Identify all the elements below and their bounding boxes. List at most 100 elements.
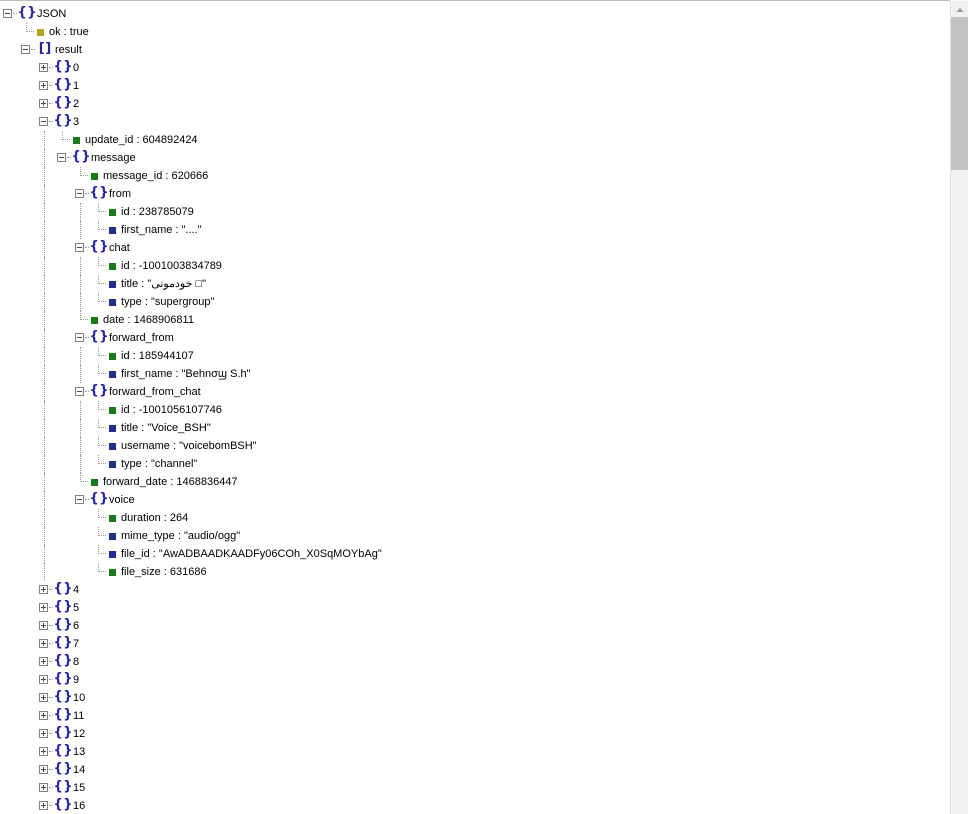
collapse-node-button[interactable] [72,239,90,257]
tree-node-branch[interactable]: 7 [0,634,950,653]
expand-node-button[interactable] [36,707,54,725]
tree-node-label: 14 [73,764,86,776]
tree-key-value-text: title : "Voice_BSH" [121,422,211,434]
expand-node-button[interactable] [36,77,54,95]
collapse-node-button[interactable] [54,149,72,167]
tree-indent-guide [0,77,18,95]
tree-node-leaf[interactable]: ok : true [0,23,950,41]
tree-node-leaf[interactable]: id : -1001003834789 [0,257,950,275]
tree-node-leaf[interactable]: update_id : 604892424 [0,131,950,149]
tree-node-branch[interactable]: 5 [0,598,950,617]
tree-node-branch[interactable]: 8 [0,652,950,671]
object-braces-icon [53,616,71,635]
expand-node-button[interactable] [36,599,54,617]
expand-node-button[interactable] [36,95,54,113]
tree-node-label: 5 [73,602,80,614]
tree-node-branch[interactable]: chat [0,238,950,257]
tree-indent-guide [18,59,36,77]
vertical-scrollbar[interactable] [950,0,968,814]
tree-indent-guide [0,635,18,653]
tree-node-leaf[interactable]: title : "خودمونی □" [0,275,950,293]
expand-node-button[interactable] [36,743,54,761]
collapse-node-button[interactable] [18,41,36,59]
tree-indent-guide [0,599,18,617]
tree-node-branch[interactable]: result [0,40,950,59]
minus-icon [75,333,84,342]
scrollbar-thumb[interactable] [951,17,968,170]
tree-indent-guide [0,131,18,149]
collapse-node-button[interactable] [36,113,54,131]
tree-node-branch[interactable]: 12 [0,724,950,743]
scrollbar-track[interactable] [951,170,968,814]
tree-node-leaf[interactable]: title : "Voice_BSH" [0,419,950,437]
tree-node-branch[interactable]: 13 [0,742,950,761]
tree-node-leaf[interactable]: id : 238785079 [0,203,950,221]
tree-indent-guide [0,653,18,671]
plus-icon [39,621,48,630]
tree-node-branch[interactable]: 15 [0,778,950,797]
scroll-up-button[interactable] [951,1,968,17]
plus-icon [39,63,48,72]
expand-node-button[interactable] [36,653,54,671]
tree-node-leaf[interactable]: message_id : 620666 [0,167,950,185]
tree-node-leaf[interactable]: type : "supergroup" [0,293,950,311]
minus-icon [75,495,84,504]
collapse-node-button[interactable] [72,329,90,347]
expand-node-button[interactable] [36,779,54,797]
expand-node-button[interactable] [36,617,54,635]
expand-node-button[interactable] [36,635,54,653]
tree-node-branch[interactable]: 4 [0,580,950,599]
tree-node-leaf[interactable]: first_name : "Behnσϣ S.h" [0,365,950,383]
tree-node-leaf[interactable]: type : "channel" [0,455,950,473]
tree-node-branch[interactable]: 1 [0,76,950,95]
tree-node-leaf[interactable]: forward_date : 1468836447 [0,473,950,491]
tree-node-leaf[interactable]: first_name : "...." [0,221,950,239]
tree-node-leaf[interactable]: id : -1001056107746 [0,401,950,419]
tree-node-branch[interactable]: forward_from_chat [0,382,950,401]
string-value-marker-icon [109,280,116,288]
tree-node-branch[interactable]: JSON [0,4,950,23]
tree-indent-guide [18,743,36,761]
array-brackets-icon [35,40,53,59]
plus-icon [39,657,48,666]
tree-node-label: voice [109,494,135,506]
tree-node-branch[interactable]: 16 [0,796,950,814]
tree-leaf-connector [90,221,108,239]
expand-node-button[interactable] [36,725,54,743]
tree-indent-guide [36,167,54,185]
tree-node-branch[interactable]: 14 [0,760,950,779]
expand-node-button[interactable] [36,689,54,707]
collapse-node-button[interactable] [72,185,90,203]
tree-node-leaf[interactable]: duration : 264 [0,509,950,527]
collapse-node-button[interactable] [0,5,18,23]
tree-node-branch[interactable]: 10 [0,688,950,707]
tree-node-branch[interactable]: 11 [0,706,950,725]
tree-indent-guide [0,617,18,635]
collapse-node-button[interactable] [72,491,90,509]
tree-node-leaf[interactable]: id : 185944107 [0,347,950,365]
expand-node-button[interactable] [36,671,54,689]
tree-node-leaf[interactable]: file_id : "AwADBAADKAADFy06COh_X0SqMOYbA… [0,545,950,563]
tree-node-label: 2 [73,98,80,110]
tree-indent-guide [72,293,90,311]
tree-leaf-connector [90,509,108,527]
tree-node-branch[interactable]: 3 [0,112,950,131]
expand-node-button[interactable] [36,59,54,77]
tree-node-branch[interactable]: forward_from [0,328,950,347]
tree-node-branch[interactable]: voice [0,490,950,509]
tree-node-branch[interactable]: from [0,184,950,203]
tree-node-branch[interactable]: 0 [0,58,950,77]
collapse-node-button[interactable] [72,383,90,401]
tree-node-branch[interactable]: 6 [0,616,950,635]
tree-node-branch[interactable]: 2 [0,94,950,113]
tree-node-leaf[interactable]: username : "voicebomBSH" [0,437,950,455]
tree-node-leaf[interactable]: mime_type : "audio/ogg" [0,527,950,545]
tree-node-branch[interactable]: message [0,148,950,167]
expand-node-button[interactable] [36,797,54,814]
expand-node-button[interactable] [36,581,54,599]
tree-node-branch[interactable]: 9 [0,670,950,689]
tree-indent-guide [18,473,36,491]
tree-node-leaf[interactable]: file_size : 631686 [0,563,950,581]
expand-node-button[interactable] [36,761,54,779]
tree-node-leaf[interactable]: date : 1468906811 [0,311,950,329]
